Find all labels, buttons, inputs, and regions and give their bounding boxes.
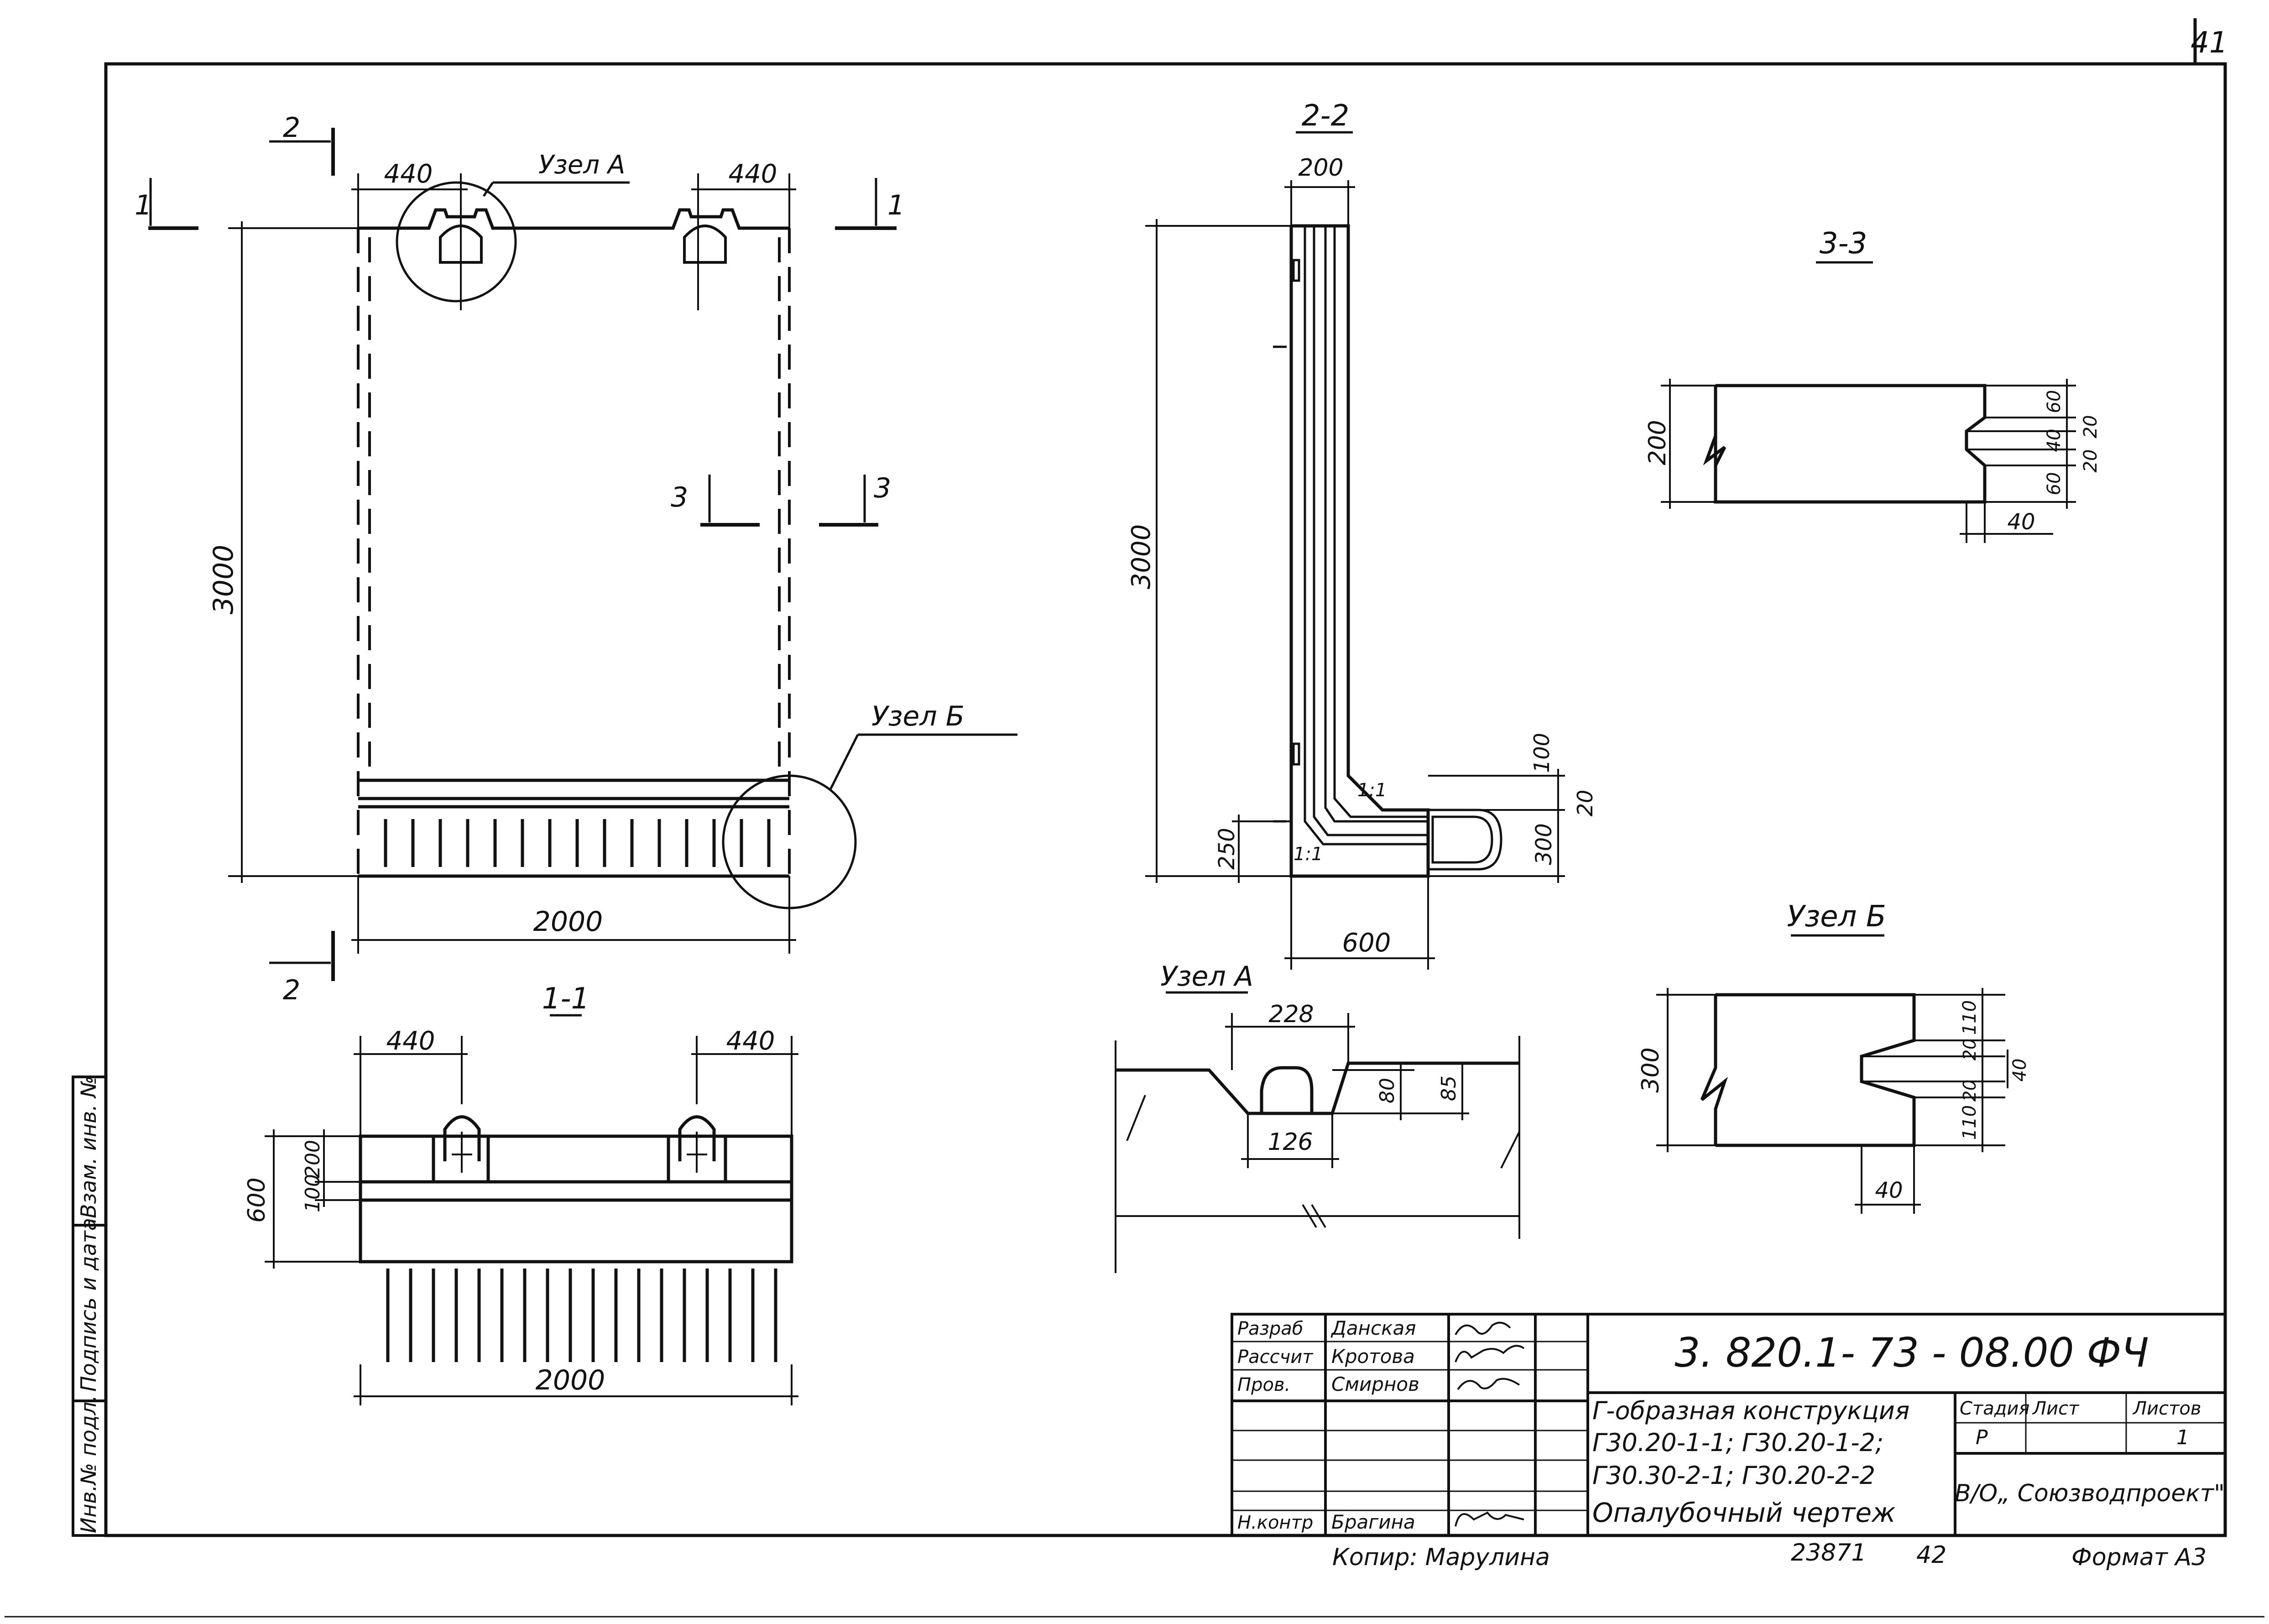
organization: В/О„ Союзводпроект" [1955, 1480, 2225, 1507]
section-3-3-dim-60b: 60 [2044, 472, 2065, 496]
section-2-2-slope-2: 1:1 [1294, 844, 1323, 865]
sheet-format: Формат А3 [2071, 1544, 2206, 1571]
cut-2-bottom: 2 [283, 974, 300, 1006]
section-2-2-slope-1: 1:1 [1357, 780, 1387, 801]
front-dim-left-offset: 440 [384, 159, 433, 189]
title-line-3: Г30.30-2-1; Г30.20-2-2 [1592, 1461, 1875, 1490]
section-2-2-title: 2-2 [1302, 99, 1350, 133]
name-checked: Смирнов [1331, 1373, 1419, 1395]
name-developer: Данская [1330, 1317, 1416, 1339]
title-line-4: Опалубочный чертеж [1592, 1497, 1895, 1528]
front-dim-width: 2000 [533, 906, 603, 938]
role-norm-control: Н.контр [1237, 1512, 1313, 1533]
section-2-2-dim-20: 20 [1573, 790, 1597, 817]
node-a-dim-228: 228 [1268, 1001, 1314, 1028]
node-b-dim-40-bottom: 40 [1875, 1178, 1903, 1203]
section-3-3-dim-40a: 40 [2044, 429, 2065, 452]
role-calculated: Рассчит [1237, 1347, 1314, 1368]
name-calculated: Кротова [1331, 1345, 1415, 1368]
front-dim-right-offset: 440 [729, 159, 777, 189]
section-2-2: 2-2 [1127, 99, 1597, 970]
title-line-2: Г30.20-1-1; Г30.20-1-2; [1592, 1428, 1883, 1457]
node-b-dim-20b: 20 [1960, 1080, 1980, 1102]
drawing-designation: 3. 820.1- 73 - 08.00 ФЧ [1674, 1329, 2149, 1376]
archive-sheet: 42 [1916, 1541, 1946, 1569]
node-b-dim-110a: 110 [1959, 1000, 1980, 1035]
node-b-dim-20a: 20 [1960, 1039, 1980, 1060]
section-2-2-dim-600: 600 [1342, 928, 1391, 958]
title-block: Разраб Рассчит Пров. Н.контр Данская Кро… [1231, 1313, 2227, 1537]
cut-1-left: 1 [135, 189, 152, 221]
node-a-title: Узел А [1160, 961, 1253, 992]
name-norm-control: Брагина [1331, 1511, 1415, 1533]
copy-line: Копир: Марулина [1332, 1544, 1550, 1571]
front-view: Узел А Узел Б 2000 3000 440 440 [135, 112, 1017, 1006]
section-3-3-dim-60a: 60 [2044, 390, 2065, 413]
stage-header: Стадия [1960, 1398, 2029, 1419]
section-1-1-dim-600: 600 [243, 1177, 271, 1222]
node-b-dim-300: 300 [1637, 1047, 1664, 1092]
node-b-dim-40r: 40 [2009, 1059, 2030, 1082]
section-1-1-dim-2000: 2000 [536, 1364, 605, 1396]
section-1-1-dim-left: 440 [386, 1026, 435, 1056]
section-1-1-dim-right: 440 [726, 1026, 775, 1056]
node-b-title: Узел Б [1787, 900, 1886, 934]
node-a-detail: Узел А 228 126 80 8 [1115, 961, 1520, 1273]
node-b-dim-110b: 110 [1959, 1105, 1980, 1140]
section-2-2-dim-200: 200 [1298, 154, 1343, 182]
section-3-3-dim-20a: 20 [2080, 415, 2101, 439]
cut-2-top: 2 [283, 112, 300, 144]
side-stamp-replace: Взам. инв. № [76, 1076, 101, 1218]
front-dim-height: 3000 [208, 545, 240, 615]
cut-3-left: 3 [671, 481, 688, 513]
role-checked: Пров. [1237, 1374, 1290, 1395]
sheets-value: 1 [2176, 1426, 2189, 1449]
node-a-callout: Узел А [538, 150, 625, 180]
section-3-3-dim-40-bottom: 40 [2007, 509, 2035, 535]
node-a-dim-80: 80 [1376, 1078, 1399, 1103]
sheet-header: Лист [2032, 1398, 2080, 1419]
section-3-3-title: 3-3 [1820, 227, 1867, 261]
node-a-dim-85: 85 [1437, 1076, 1461, 1101]
section-2-2-dim-300: 300 [1531, 823, 1557, 865]
side-stamp-inv: Инв.№ подл. [76, 1395, 101, 1533]
signatures [1455, 1321, 1525, 1527]
title-line-1: Г-образная конструкция [1592, 1396, 1909, 1425]
cut-3-right: 3 [874, 472, 891, 504]
section-2-2-dim-250: 250 [1214, 828, 1240, 870]
side-stamp-sign: Подпись и дата [76, 1218, 101, 1392]
section-1-1-dim-100: 100 [301, 1174, 324, 1212]
section-2-2-dim-3000: 3000 [1127, 524, 1156, 590]
sheet-number: 41 [2191, 26, 2227, 60]
node-b-detail: Узел Б 300 110 20 40 20 110 40 [1637, 900, 2030, 1214]
side-stamp: Инв.№ подл. Подпись и дата Взам. инв. № [72, 1076, 107, 1537]
section-1-1-dim-200: 200 [301, 1140, 324, 1178]
section-3-3-dim-200: 200 [1644, 420, 1671, 465]
section-3-3-dim-20b: 20 [2080, 449, 2101, 473]
role-developer: Разраб [1237, 1318, 1303, 1339]
node-b-callout: Узел Б [871, 700, 965, 732]
node-a-dim-126: 126 [1268, 1128, 1313, 1156]
archive-number: 23871 [1791, 1539, 1866, 1567]
sheets-header: Листов [2132, 1398, 2201, 1419]
cut-1-right: 1 [887, 189, 905, 221]
section-3-3: 3-3 200 60 40 60 20 20 40 [1644, 227, 2101, 543]
section-1-1: 1-1 [243, 982, 798, 1405]
stage-value: Р [1976, 1426, 1988, 1449]
sheet-frame [104, 18, 2227, 1537]
section-1-1-title: 1-1 [542, 982, 590, 1016]
section-2-2-dim-100: 100 [1529, 733, 1554, 773]
